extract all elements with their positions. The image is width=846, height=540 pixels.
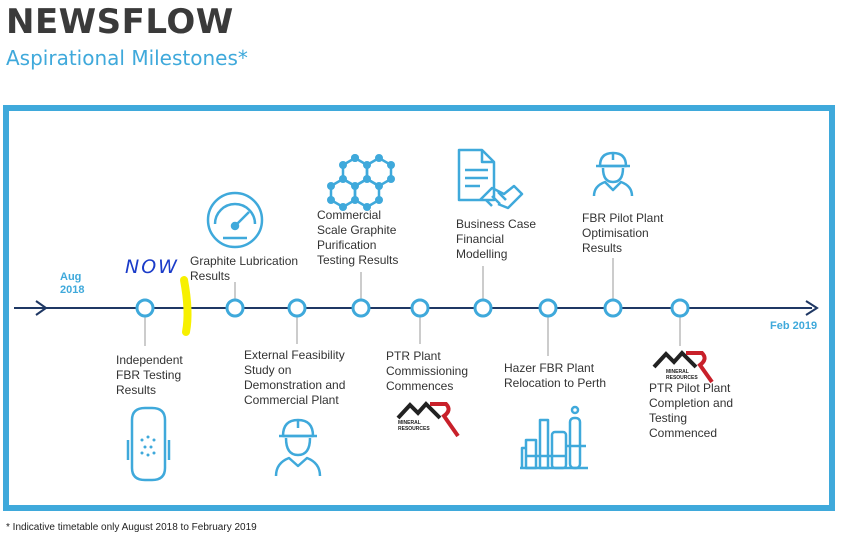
start-date-year: 2018	[60, 284, 85, 296]
milestone-label-6: Business Case Financial Modelling	[456, 217, 537, 261]
mineral-resources-logo-text: MINERAL RESOURCES	[398, 420, 430, 432]
milestone-node-5	[410, 298, 430, 318]
page-subtitle: Aspirational Milestones*	[6, 46, 248, 70]
mineral-resources-logo-text: MINERAL RESOURCES	[666, 369, 698, 381]
engineer-icon	[592, 151, 634, 197]
logo-line-2: RESOURCES	[398, 426, 430, 432]
milestone-label-4: Commercial Scale Graphite Purification T…	[317, 208, 399, 267]
plant-icon	[520, 405, 588, 470]
logo-line-1: MINERAL	[398, 420, 421, 426]
milestone-label-5: PTR Plant Commissioning Commences	[386, 349, 469, 393]
now-annotation: NOW	[125, 256, 179, 278]
mineral-resources-logo	[652, 350, 714, 384]
timeline-frame	[3, 105, 835, 511]
mineral-resources-logo	[396, 401, 460, 438]
start-date-label: Aug 2018	[60, 271, 84, 297]
engineer-icon	[274, 418, 322, 477]
reactor-vessel-icon	[126, 406, 171, 482]
milestone-node-3	[287, 298, 307, 318]
end-date-label: Feb 2019	[770, 320, 818, 332]
logo-line-2: RESOURCES	[666, 375, 698, 381]
milestone-nodes	[135, 298, 690, 318]
milestone-node-1	[135, 298, 155, 318]
milestone-node-4	[351, 298, 371, 318]
milestone-label-3: External Feasibility Study on Demonstrat…	[244, 348, 346, 407]
highlighter-mark	[180, 276, 192, 336]
gauge-icon	[206, 191, 264, 249]
page-title: NEWSFLOW	[6, 2, 234, 42]
milestone-label-7: Hazer FBR Plant Relocation to Perth	[504, 361, 607, 390]
graphite-lattice-icon	[327, 154, 395, 211]
end-arrow-icon	[805, 300, 819, 316]
milestone-node-2	[225, 298, 245, 318]
milestone-node-9	[670, 298, 690, 318]
milestone-label-1: Independent FBR Testing Results	[116, 353, 183, 397]
milestone-label-2: Graphite Lubrication Results	[190, 254, 299, 283]
milestone-label-9: PTR Pilot Plant Completion and Testing C…	[649, 381, 734, 440]
milestone-node-6	[473, 298, 493, 318]
milestone-label-8: FBR Pilot Plant Optimisation Results	[582, 211, 664, 255]
milestone-node-7	[538, 298, 558, 318]
footnote: * Indicative timetable only August 2018 …	[6, 522, 257, 533]
milestone-node-8	[603, 298, 623, 318]
document-handshake-icon	[457, 148, 524, 210]
start-arrow-icon	[35, 300, 48, 316]
logo-line-1: MINERAL	[666, 369, 689, 375]
connector-stems	[144, 258, 681, 356]
start-date-month: Aug	[60, 271, 82, 283]
